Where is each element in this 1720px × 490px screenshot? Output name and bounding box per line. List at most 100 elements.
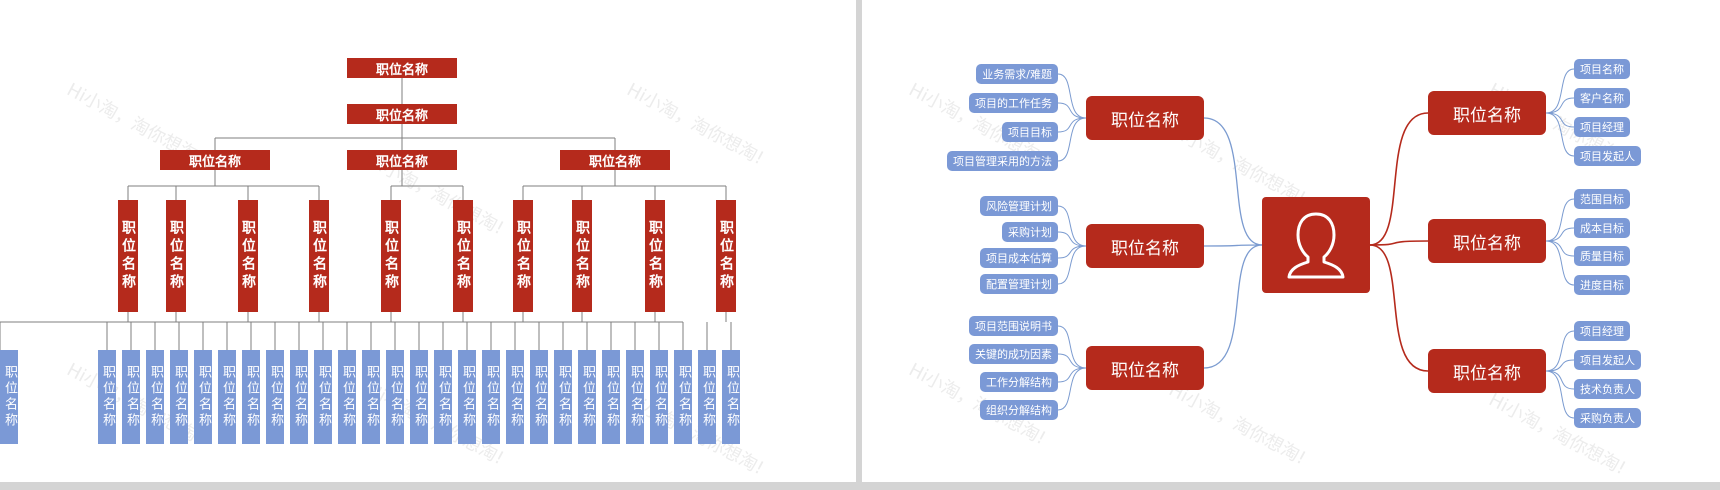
org-leaf-box: 职位名称 [122,350,140,444]
org-leaf-box: 职位名称 [602,350,620,444]
org-sub-box: 职位名称 [118,200,138,312]
org-sub-box: 职位名称 [572,200,592,312]
org-top-box: 职位名称 [347,58,457,78]
leaf-connector [1545,112,1575,128]
left-slide: Hi小淘，淘你想淘!Hi小淘，淘你想淘!Hi小淘，淘你想淘!Hi小淘，淘你想淘!… [0,0,856,482]
org-leaf-box: 职位名称 [362,350,380,444]
org-leaf-box: 职位名称 [458,350,476,444]
leaf-connector [1545,97,1575,114]
org-group-box: 职位名称 [160,150,270,170]
org-leaf-box: 职位名称 [98,350,116,444]
org-leaf-box: 职位名称 [722,350,740,444]
leaf-node: 组织分解结构 [980,400,1058,420]
org-leaf-box: 职位名称 [266,350,284,444]
org-leaf-box: 职位名称 [218,350,236,444]
leaf-connector [1057,367,1087,411]
org-leaf-box: 职位名称 [170,350,188,444]
org-leaf-box: 职位名称 [674,350,692,444]
branch-node: 职位名称 [1428,91,1546,135]
org-sub-box: 职位名称 [453,200,473,312]
branch-node: 职位名称 [1086,96,1204,140]
org-leaf-box: 职位名称 [434,350,452,444]
org-leaf-box: 职位名称 [554,350,572,444]
org-leaf-box: 职位名称 [410,350,428,444]
org-leaf-box: 职位名称 [386,350,404,444]
leaf-connector [1057,205,1087,247]
leaf-node: 项目范围说明书 [969,316,1058,336]
leaf-connector [1545,68,1575,114]
branch-connector [1203,244,1263,247]
leaf-node: 客户名称 [1574,88,1630,108]
leaf-node: 范围目标 [1574,189,1630,209]
org-sub-box: 职位名称 [166,200,186,312]
branch-connector [1369,244,1429,372]
leaf-connector [1545,330,1575,372]
leaf-connector [1057,245,1087,259]
leaf-connector [1057,102,1087,119]
branch-connector [1369,112,1429,246]
branch-node: 职位名称 [1428,349,1546,393]
org-leaf-box: 职位名称 [530,350,548,444]
org-group-box: 职位名称 [560,150,670,170]
leaf-connector [1057,231,1087,247]
leaf-connector [1057,325,1087,369]
branch-node: 职位名称 [1428,219,1546,263]
org-sub-box: 职位名称 [645,200,665,312]
leaf-connector [1545,227,1575,242]
org-leaf-box: 职位名称 [482,350,500,444]
leaf-node: 采购计划 [1002,222,1058,242]
leaf-connector [1545,370,1575,419]
leaf-node: 风险管理计划 [980,196,1058,216]
leaf-node: 配置管理计划 [980,274,1058,294]
org-leaf-box: 职位名称 [194,350,212,444]
center-node [1262,197,1370,293]
org-leaf-box: 职位名称 [338,350,356,444]
org-leaf-box: 职位名称 [506,350,524,444]
org-leaf-box: 职位名称 [626,350,644,444]
leaf-node: 项目经理 [1574,321,1630,341]
branch-node: 职位名称 [1086,224,1204,268]
leaf-node: 质量目标 [1574,246,1630,266]
branch-connector [1203,244,1263,369]
org-leaf-box: 职位名称 [0,350,18,444]
leaf-connector [1057,353,1087,369]
org-sub-box: 职位名称 [309,200,329,312]
org-sub-box: 职位名称 [716,200,736,312]
leaf-node: 项目名称 [1574,59,1630,79]
right-slide: Hi小淘，淘你想淘!Hi小淘，淘你想淘!Hi小淘，淘你想淘!Hi小淘，淘你想淘!… [862,0,1720,482]
leaf-node: 项目管理采用的方法 [947,151,1058,171]
leaf-connector [1545,240,1575,286]
leaf-node: 技术负责人 [1574,379,1641,399]
leaf-node: 项目经理 [1574,117,1630,137]
branch-connector [1369,240,1429,246]
org-sub-box: 职位名称 [238,200,258,312]
leaf-node: 项目的工作任务 [969,93,1058,113]
org-group-box: 职位名称 [347,150,457,170]
org-leaf-box: 职位名称 [650,350,668,444]
org-second-box: 职位名称 [347,104,457,124]
leaf-connector [1545,240,1575,257]
leaf-node: 关键的成功因素 [969,344,1058,364]
leaf-node: 进度目标 [1574,275,1630,295]
org-leaf-box: 职位名称 [314,350,332,444]
org-chart-connectors [0,78,732,350]
org-leaf-box: 职位名称 [578,350,596,444]
org-leaf-box: 职位名称 [242,350,260,444]
leaf-connector [1057,245,1087,285]
leaf-node: 项目成本估算 [980,248,1058,268]
org-leaf-box: 职位名称 [290,350,308,444]
leaf-node: 采购负责人 [1574,408,1641,428]
leaf-node: 工作分解结构 [980,372,1058,392]
leaf-connector [1057,117,1087,162]
branch-connector [1203,117,1263,246]
leaf-node: 成本目标 [1574,218,1630,238]
mind-map-connectors [1057,68,1575,419]
leaf-connector [1057,73,1087,119]
leaf-connector [1545,359,1575,372]
leaf-connector [1057,117,1087,133]
org-leaf-box: 职位名称 [146,350,164,444]
org-sub-box: 职位名称 [381,200,401,312]
leaf-node: 项目目标 [1002,122,1058,142]
branch-node: 职位名称 [1086,346,1204,390]
leaf-node: 项目发起人 [1574,146,1641,166]
